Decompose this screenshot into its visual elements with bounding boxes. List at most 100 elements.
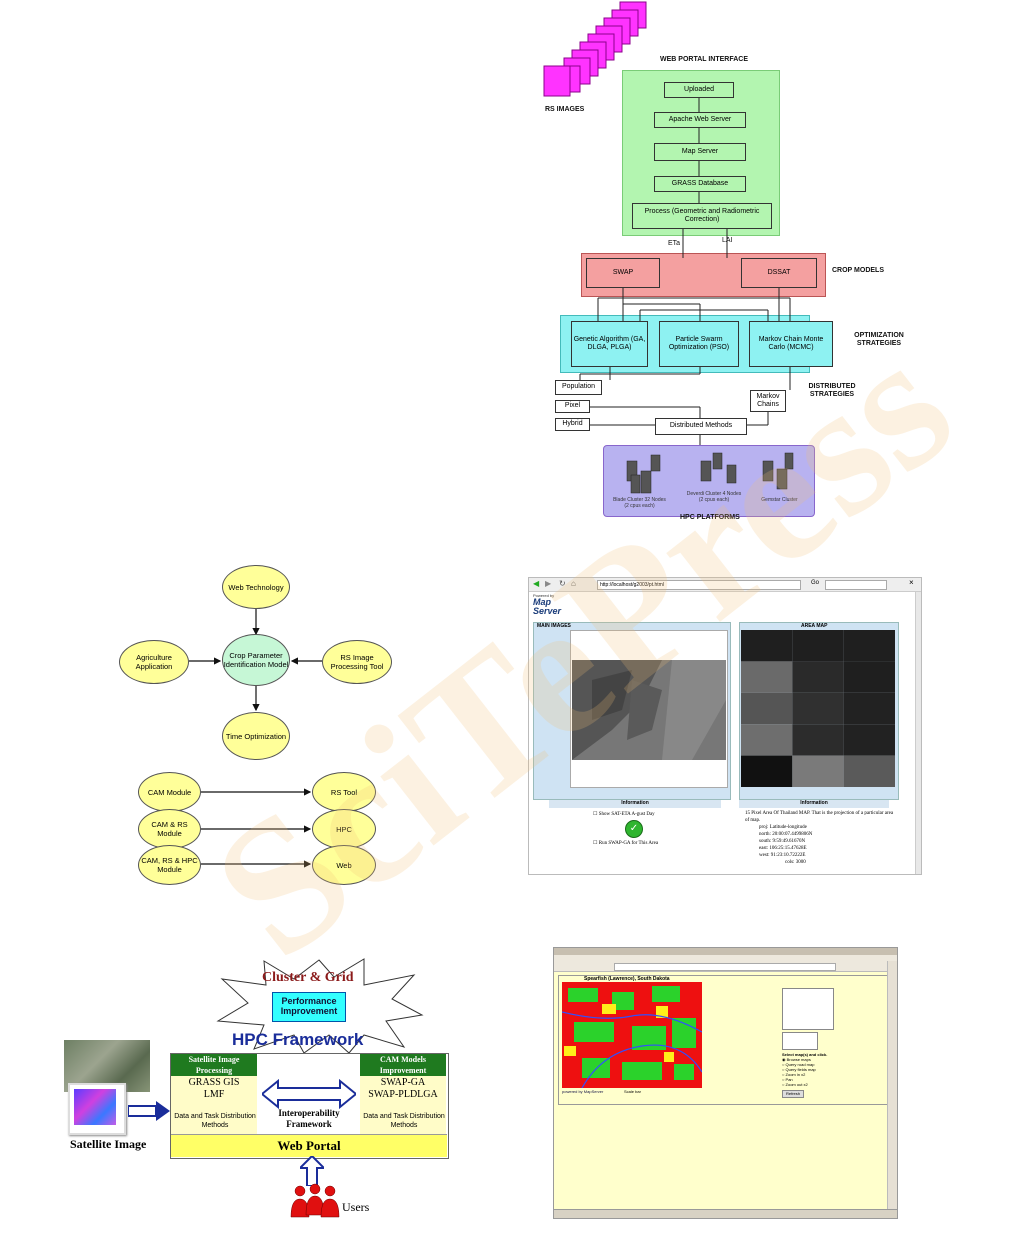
optimization-strategies-label: OPTIMIZATION STRATEGIES (854, 332, 904, 348)
grass-database-box: GRASS Database (654, 176, 746, 192)
rs-tool-node: RS Tool (312, 772, 376, 812)
close-icon[interactable]: × (909, 578, 914, 587)
mode-option[interactable]: ○ Query fields map (782, 1067, 816, 1072)
cam-rs-module-node: CAM & RS Module (138, 809, 201, 849)
web-portal-interface-label: WEB PORTAL INTERFACE (660, 56, 749, 63)
cam-rs-hpc-module-node: CAM, RS & HPC Module (138, 845, 201, 885)
apache-web-server-box: Apache Web Server (654, 112, 746, 128)
hpc-platforms-label: HPC PLATFORMS (680, 514, 740, 521)
powered-by-label: powered by MapServer (562, 1089, 604, 1094)
logo-text: Map Server (533, 597, 562, 616)
blade-cluster-label: Blade Cluster 32 Nodes (2 cpus each) (613, 497, 666, 509)
info-line: south: 9:59:49.61670N (759, 839, 806, 844)
cam-improve-header: CAM Models Improvement (360, 1054, 446, 1076)
web-technology-node: Web Technology (222, 565, 290, 609)
sat-proc-column (171, 1076, 257, 1134)
refresh-button[interactable]: Refresh (782, 1090, 804, 1098)
scrollbar[interactable] (915, 592, 921, 874)
taskbar (554, 1209, 897, 1218)
uploaded-box: Uploaded (664, 82, 734, 98)
rs-image-processing-node: RS Image Processing Tool (322, 640, 392, 684)
show-sat-eta-label: Show SAT-ETA A-gust Day (598, 812, 655, 817)
rs-images-label: RS IMAGES (545, 106, 585, 113)
info-right-header: Information (739, 800, 889, 808)
mode-option[interactable]: ○ Zoom in x2 (782, 1072, 806, 1077)
hpc-node: HPC (312, 809, 376, 849)
mode-option-label: Pan (785, 1077, 793, 1082)
eta-label: ETa (668, 240, 681, 247)
server-icons (626, 452, 794, 494)
mode-option-label: Query road map (785, 1062, 815, 1067)
markov-chains-box: Markov Chains (750, 390, 786, 412)
up-arrow-icon (300, 1156, 324, 1186)
distributed-strategies-label: DISTRIBUTED STRATEGIES (808, 383, 856, 399)
main-images-header: MAIN IMAGES (537, 623, 571, 629)
mode-option-label: Zoom out x2 (785, 1082, 808, 1087)
performance-improvement-box: Performance Improvement (272, 992, 346, 1022)
deverdi-cluster-label: Deverdi Cluster 4 Nodes (2 cpus each) (686, 491, 742, 503)
users-label: Users (342, 1200, 370, 1214)
web-node: Web (312, 845, 376, 885)
mode-option-label: Query fields map (785, 1067, 816, 1072)
crop-parameter-model-node: Crop Parameter Identification Model (222, 634, 290, 686)
forward-icon[interactable]: ▶ (545, 579, 552, 588)
browser-nav-bar (554, 961, 897, 972)
rs-images-stack (543, 1, 647, 97)
population-box: Population (555, 380, 602, 395)
swap-ga-label: SWAP-GA (380, 1077, 426, 1088)
search-field[interactable] (825, 580, 887, 590)
map-server-box: Map Server (654, 143, 746, 161)
show-sat-eta-checkbox[interactable]: ☐ Show SAT-ETA A-gust Day (593, 812, 655, 817)
right-sidebar (887, 961, 897, 1211)
cam-improve-column (360, 1076, 446, 1134)
sat-proc-header: Satellite Image Processing (171, 1054, 257, 1076)
info-lines: 15 Pixel Area Of Thailand MAP. That is t… (745, 810, 895, 866)
agriculture-application-node: Agriculture Application (119, 640, 189, 684)
mode-option[interactable]: ○ Pan (782, 1077, 793, 1082)
dssat-box: DSSAT (741, 258, 817, 288)
refresh-icon[interactable]: ↻ (559, 579, 566, 588)
cluster-grid-label: Cluster & Grid (262, 970, 354, 985)
concept-arrows (189, 607, 322, 868)
mode-option-label: Browse maps (786, 1057, 811, 1062)
mode-option-label: Zoom in x2 (785, 1072, 806, 1077)
go-button[interactable]: Go (811, 580, 820, 586)
hpc-framework-title: HPC Framework (232, 1030, 364, 1049)
url-field[interactable]: http://localhost/g2003/pt.html (597, 580, 801, 590)
data-task-right-label: Data and Task Distribution Methods (363, 1113, 445, 1129)
mode-options: ◉ Browse maps ○ Query road map ○ Query f… (782, 1057, 816, 1087)
genetic-algorithm-box: Genetic Algorithm (GA, DLGA, PLGA) (571, 321, 648, 367)
crop-models-label: CROP MODELS (832, 267, 884, 274)
browser-toolbar: ◀ ▶ ↻ ⌂ http://localhost/g2003/pt.html G… (529, 578, 921, 592)
info-line: east: 106:25:15.47628E (759, 846, 807, 851)
mode-option[interactable]: ○ Query road map (782, 1062, 815, 1067)
browser-menu-bar (554, 955, 897, 961)
browser-url-field[interactable] (614, 963, 836, 971)
architecture-connectors (579, 98, 791, 445)
run-icon[interactable]: ✓ (625, 820, 643, 838)
scale-bar-label: Scale bar (624, 1089, 641, 1094)
legend-box[interactable] (782, 988, 834, 1030)
grass-gis-label: GRASS GIS (188, 1077, 240, 1088)
mode-option[interactable]: ◉ Browse maps (782, 1057, 811, 1062)
process-box: Process (Geometric and Radiometric Corre… (632, 203, 772, 229)
spearfish-map (562, 982, 702, 1088)
spearfish-browser-screenshot: Spearfish (Lawrence), South Dakota power… (553, 947, 898, 1219)
home-icon[interactable]: ⌂ (571, 579, 576, 588)
browser-title-bar (554, 948, 897, 955)
area-map-grid (741, 630, 895, 787)
info-line: west: 91:23:10.72222E (759, 853, 806, 858)
info-left-header: Information (549, 800, 721, 808)
hybrid-box: Hybrid (555, 418, 590, 431)
back-icon[interactable]: ◀ (533, 579, 540, 588)
logo-powered: Powered by (533, 593, 555, 598)
mode-option[interactable]: ○ Zoom out x2 (782, 1082, 808, 1087)
pixel-box: Pixel (555, 400, 590, 413)
users-icon (290, 1183, 340, 1218)
mapserver-screenshot: ◀ ▶ ↻ ⌂ http://localhost/g2003/pt.html G… (528, 577, 922, 875)
info-line: cols: 3000 (785, 860, 806, 865)
gemstar-cluster-label: Gemstar Cluster (761, 497, 798, 503)
layer-list[interactable] (782, 1032, 818, 1050)
mapserver-logo: Powered by Map Server (533, 593, 573, 621)
run-swap-ga-checkbox[interactable]: ☐ Run SWAP-GA for This Area (593, 841, 659, 846)
